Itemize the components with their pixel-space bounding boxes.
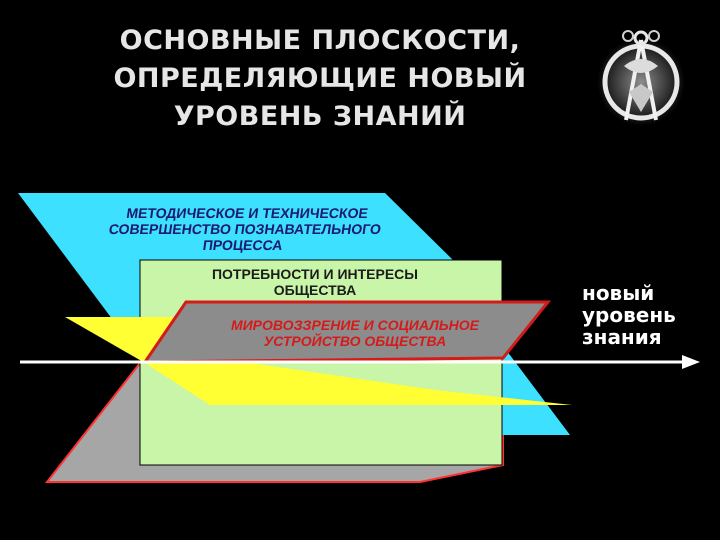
title-line-1: ОСНОВНЫЕ ПЛОСКОСТИ, (119, 25, 521, 56)
axis-label-line-3: знания (582, 325, 662, 349)
axis-label-line-2: уровень (582, 303, 676, 327)
axis-label: новый уровень знания (582, 282, 676, 348)
green-plane-label: ПОТРЕБНОСТИ И ИНТЕРЕСЫ ОБЩЕСТВА (150, 266, 480, 298)
red-label-line-2: УСТРОЙСТВО ОБЩЕСТВА (263, 333, 447, 349)
blue-label-line-3: ПРОЦЕССА (201, 237, 284, 253)
blue-label-line-2: СОВЕРШЕНСТВО ПОЗНАВАТЕЛЬНОГО (107, 221, 383, 237)
slide-title: ОСНОВНЫЕ ПЛОСКОСТИ, ОПРЕДЕЛЯЮЩИЕ НОВЫЙ У… (60, 22, 580, 136)
green-label-line-1: ПОТРЕБНОСТИ И ИНТЕРЕСЫ (211, 266, 418, 282)
red-plane (142, 300, 552, 364)
title-line-2: ОПРЕДЕЛЯЮЩИЕ НОВЫЙ (113, 63, 527, 94)
blue-plane-label: МЕТОДИЧЕСКОЕ И ТЕХНИЧЕСКОЕ СОВЕРШЕНСТВО … (52, 205, 439, 253)
blue-label-line-1: МЕТОДИЧЕСКОЕ И ТЕХНИЧЕСКОЕ (125, 205, 370, 221)
axis-label-line-1: новый (582, 281, 655, 305)
red-label-line-1: МИРОВОЗЗРЕНИЕ И СОЦИАЛЬНОЕ (230, 317, 480, 333)
title-line-3: УРОВЕНЬ ЗНАНИЙ (173, 101, 467, 132)
green-label-line-2: ОБЩЕСТВА (273, 282, 357, 298)
axis-arrowhead (682, 355, 700, 369)
emblem-logo (597, 30, 685, 126)
red-plane-label: МИРОВОЗЗРЕНИЕ И СОЦИАЛЬНОЕ УСТРОЙСТВО ОБ… (185, 317, 525, 349)
